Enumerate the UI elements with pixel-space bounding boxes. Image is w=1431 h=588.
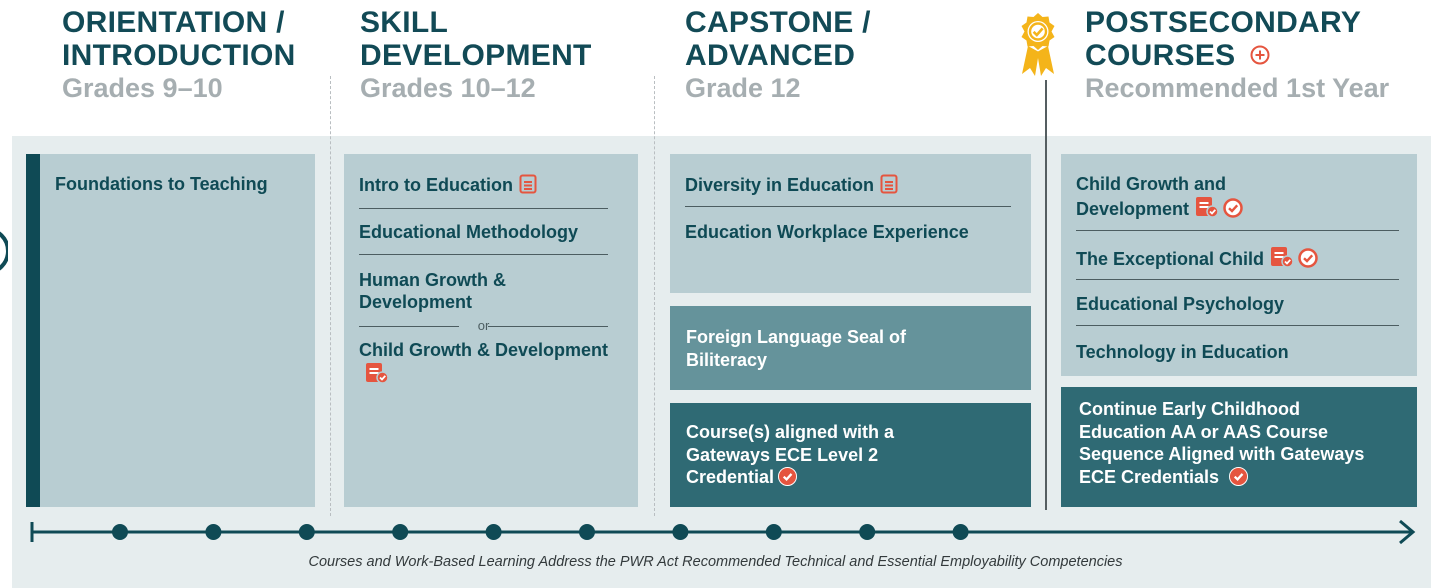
stage-header-capstone: CAPSTONE / ADVANCED Grade 12	[685, 6, 871, 104]
check-circle-icon	[1298, 248, 1318, 268]
divider-line	[359, 208, 608, 209]
stage-title: COURSES	[1085, 39, 1389, 72]
skill-course-card: Intro to Education Educational Methodolo…	[344, 154, 638, 507]
timeline-dot	[392, 524, 409, 540]
stage-title: ADVANCED	[685, 39, 856, 72]
stage-grades: Recommended 1st Year	[1085, 73, 1390, 103]
document-icon	[519, 174, 537, 194]
course-education-workplace-experience: Education Workplace Experience	[685, 222, 969, 242]
postsecondary-divider	[1045, 80, 1047, 510]
orientation-course-card: Foundations to Teaching	[40, 154, 315, 507]
divider-line	[359, 254, 608, 255]
course-child-growth-and-development: Child Growth and Development	[1076, 174, 1317, 220]
divider-line	[1076, 230, 1399, 231]
stage-divider	[330, 76, 331, 516]
course-technology-in-education: Technology in Education	[1076, 342, 1289, 362]
timeline-arrow	[30, 519, 1416, 545]
stage-title: ORIENTATION /	[62, 6, 285, 39]
edge-ring-fragment	[0, 231, 8, 271]
timeline-dot	[765, 524, 782, 540]
stage-grades: Grade 12	[685, 73, 801, 103]
document-check-icon	[1195, 196, 1219, 218]
plus-circle-icon	[1250, 45, 1270, 65]
stage-title: POSTSECONDARY	[1085, 6, 1362, 39]
timeline-dot	[672, 524, 689, 540]
check-circle-icon	[1223, 198, 1243, 218]
divider-line	[1076, 279, 1399, 280]
course-the-exceptional-child: The Exceptional Child	[1076, 246, 1387, 271]
timeline-dot	[952, 524, 969, 540]
timeline-dot	[859, 524, 876, 540]
stage-grades: Grades 9–10	[62, 73, 223, 103]
course-foundations-to-teaching: Foundations to Teaching	[55, 174, 268, 194]
footer-note: Courses and Work-Based Learning Address …	[308, 554, 1123, 570]
divider-line	[685, 206, 1011, 207]
document-check-icon	[365, 362, 389, 384]
capstone-course-card: Diversity in Education Education Workpla…	[670, 154, 1031, 293]
postsecondary-course-card: Child Growth and Development The Excepti…	[1061, 154, 1417, 376]
stage-divider	[654, 76, 655, 516]
course-intro-to-education: Intro to Education	[359, 174, 608, 197]
stage-title: CAPSTONE /	[685, 6, 871, 39]
timeline-dot	[112, 524, 128, 540]
timeline-dot	[298, 524, 315, 540]
timeline-dot	[579, 524, 595, 540]
award-ribbon-icon	[1021, 13, 1055, 76]
course-educational-methodology: Educational Methodology	[359, 222, 578, 242]
continue-ece-box: Continue Early Childhood Education AA or…	[1061, 387, 1417, 507]
stage-title: DEVELOPMENT	[360, 39, 592, 72]
stage-title: SKILL	[360, 6, 449, 39]
stage-title: INTRODUCTION	[62, 39, 296, 72]
document-icon	[880, 174, 898, 194]
divider-line	[1076, 325, 1399, 326]
stage-header-orientation: ORIENTATION / INTRODUCTION Grades 9–10	[62, 6, 296, 104]
stage-header-skill: SKILL DEVELOPMENT Grades 10–12	[360, 6, 592, 104]
check-circle-icon	[1229, 467, 1248, 486]
timeline-dot	[205, 524, 222, 540]
stage-header-postsecondary: POSTSECONDARY COURSES Recommended 1st Ye…	[1085, 6, 1389, 104]
course-child-growth-development: Child Growth & Development	[359, 340, 608, 386]
or-separator: or	[359, 318, 608, 334]
course-human-growth-development: Human Growth & Development	[359, 270, 506, 312]
course-diversity-in-education: Diversity in Education	[685, 174, 1001, 197]
check-circle-icon	[778, 467, 797, 486]
seal-of-biliteracy-box: Foreign Language Seal of Biliteracy	[670, 306, 1031, 390]
stage-grades: Grades 10–12	[360, 73, 536, 103]
or-label: or	[477, 318, 490, 333]
course-educational-psychology: Educational Psychology	[1076, 294, 1285, 314]
gateways-level2-box: Course(s) aligned with a Gateways ECE Le…	[670, 403, 1031, 507]
orientation-accent-bar	[26, 154, 40, 507]
document-check-icon	[1270, 246, 1294, 268]
timeline-arrowhead	[1399, 519, 1416, 545]
timeline-dot	[485, 524, 502, 540]
